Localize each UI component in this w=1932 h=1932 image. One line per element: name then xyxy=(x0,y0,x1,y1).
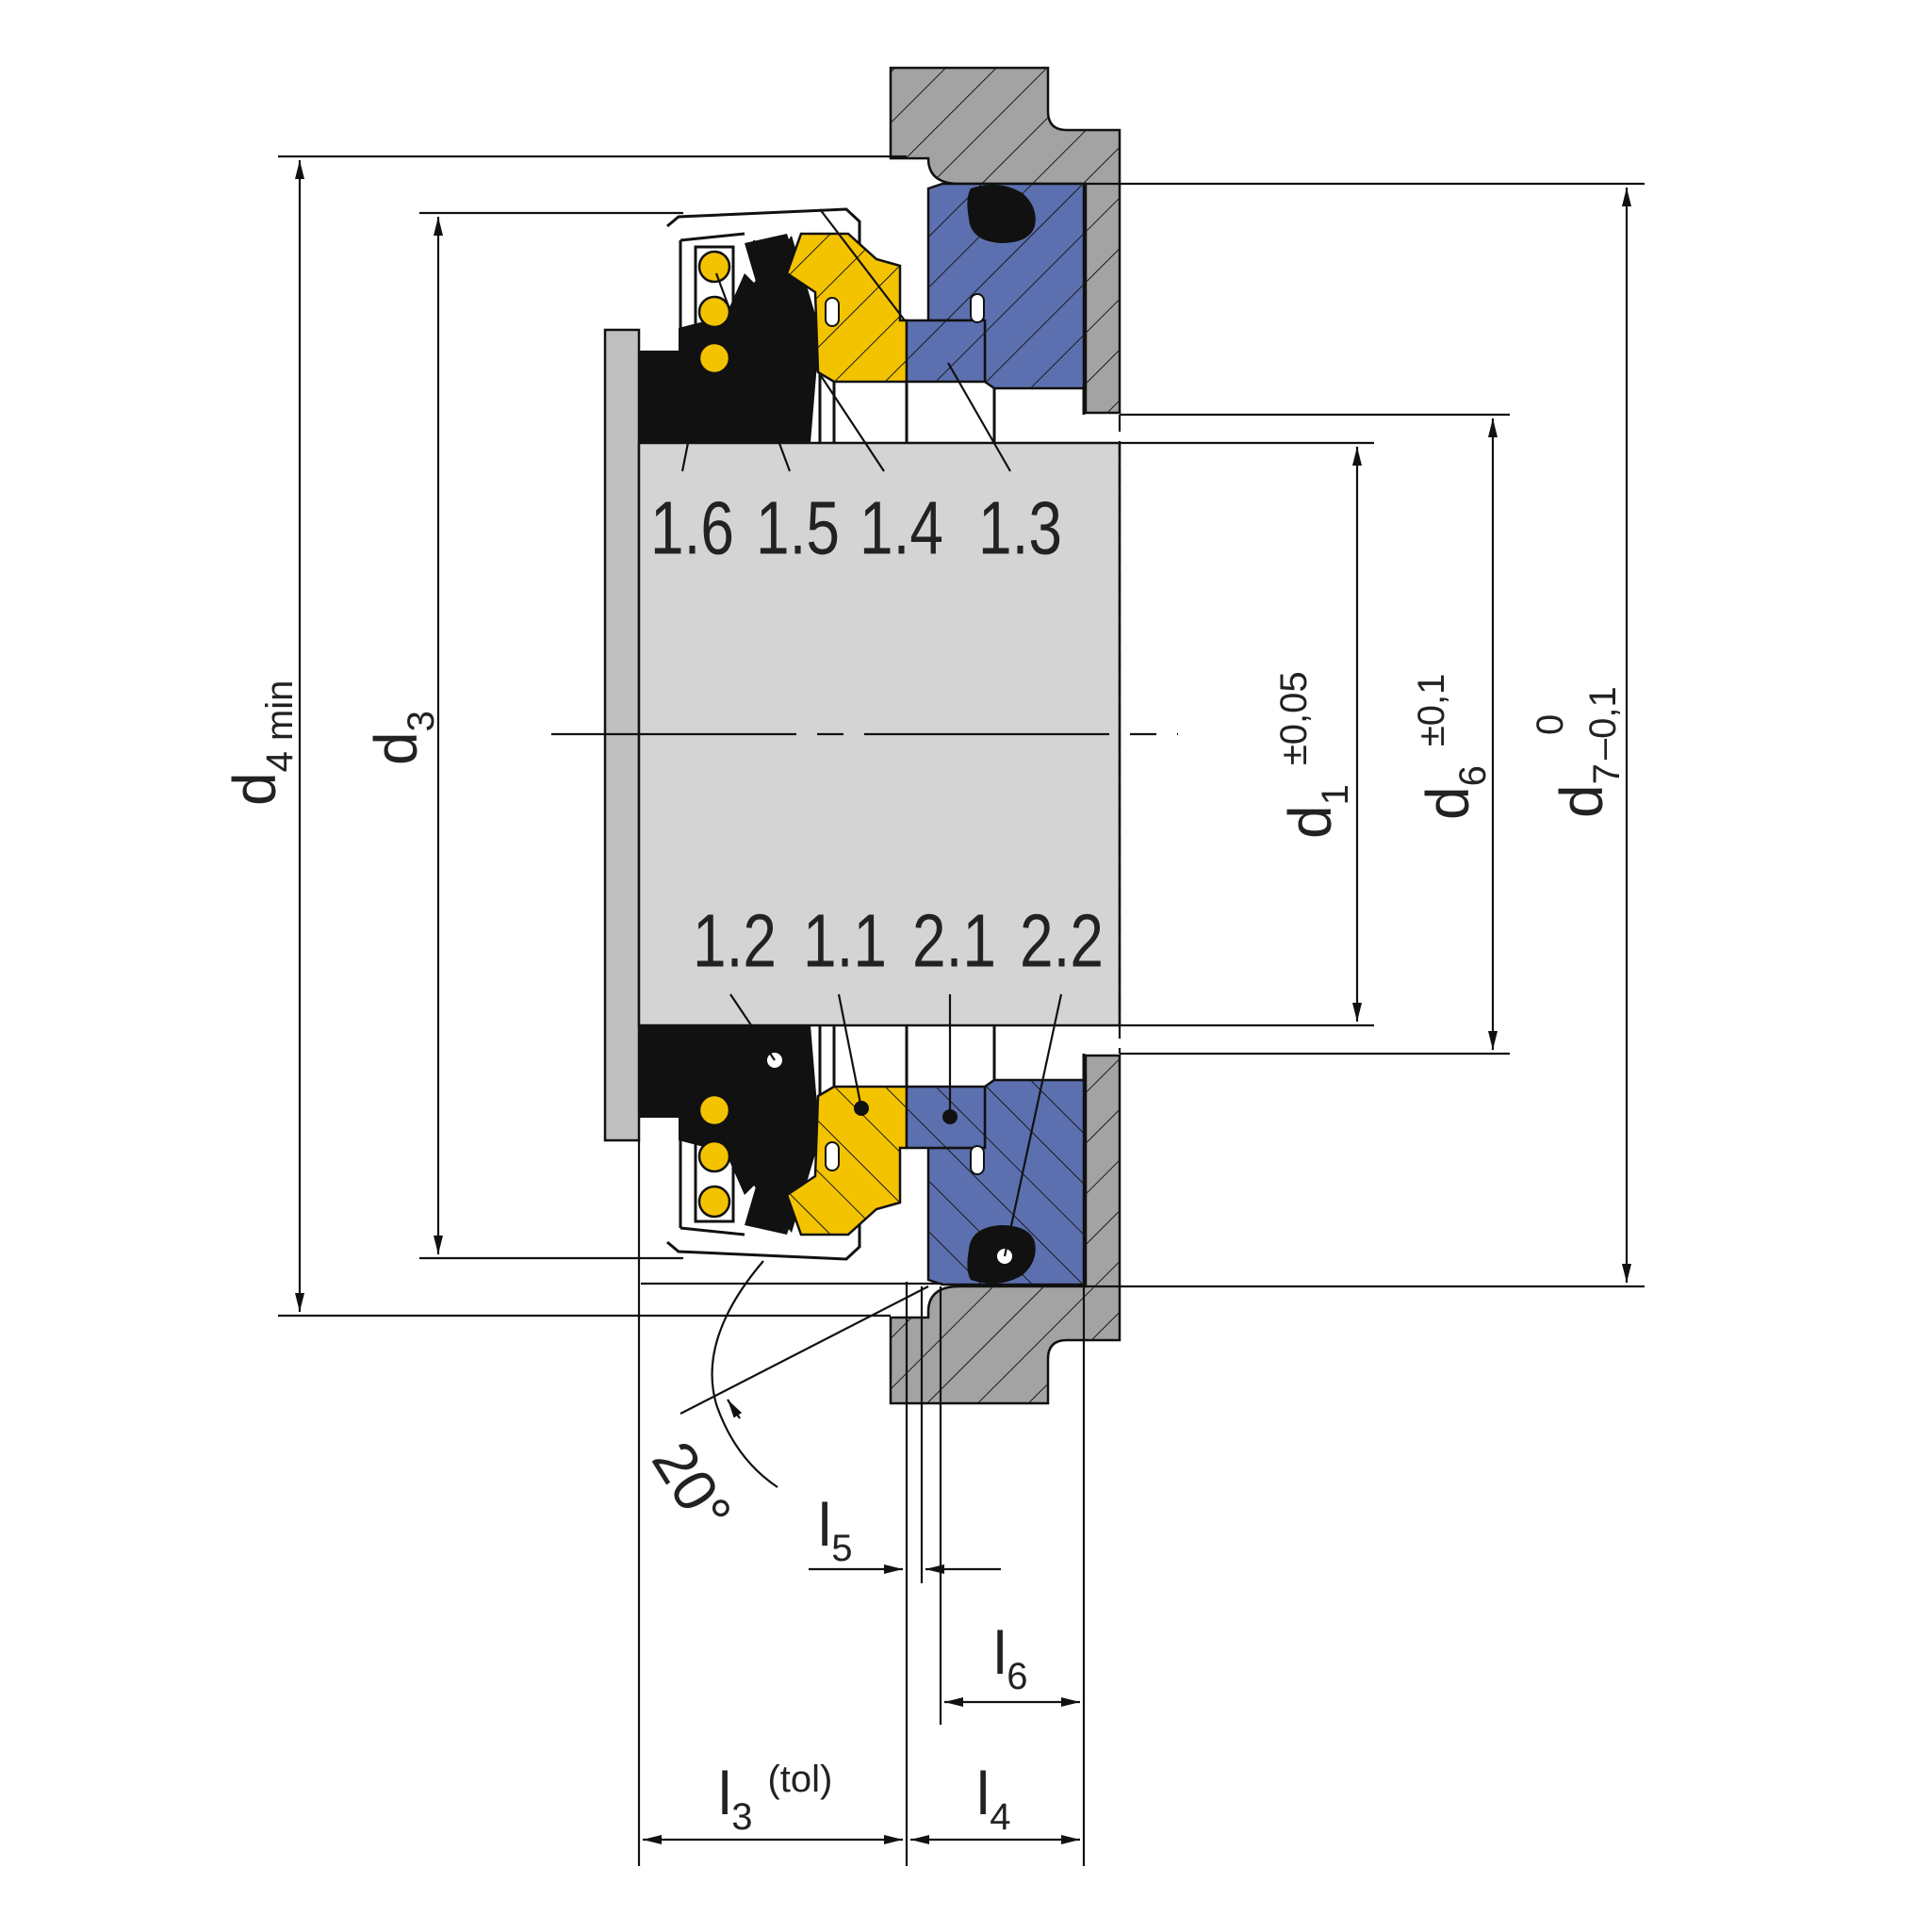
spring-housing-inner-top xyxy=(679,232,745,377)
d1-tol: ±0,05 xyxy=(1273,671,1315,765)
o-ring-top xyxy=(967,185,1036,243)
part-label-1-6: 1.6 xyxy=(650,486,734,570)
l4-main: l xyxy=(976,1760,990,1827)
svg-text:d6±0,1: d6±0,1 xyxy=(1411,674,1494,820)
d1-main: d xyxy=(1276,805,1344,839)
spring-coil xyxy=(697,295,731,329)
leader-1-5 xyxy=(714,272,792,472)
d3-sub: 3 xyxy=(401,711,442,731)
l3-extra: (tol) xyxy=(767,1759,832,1800)
dim-label-d3: d3 xyxy=(362,711,442,765)
housing-top-hatch xyxy=(891,68,1120,413)
d6-tol: ±0,1 xyxy=(1411,674,1452,747)
leader-lines xyxy=(680,208,1063,1257)
l6-sub: 6 xyxy=(1007,1656,1027,1697)
dim-label-l3: l3 (tol) xyxy=(718,1759,832,1838)
seal-bottom xyxy=(639,1025,1086,1286)
spring-cage xyxy=(694,245,735,381)
seat-slot-top xyxy=(970,293,985,323)
angle-20-arc xyxy=(711,1260,778,1488)
seat-slot-bottom xyxy=(970,1145,985,1175)
svg-text:d1±0,05: d1±0,05 xyxy=(1273,671,1356,839)
d7-tol-lower: –0,1 xyxy=(1582,686,1624,760)
clearance-lines-top xyxy=(832,382,1086,443)
d7-sub: 7 xyxy=(1586,763,1628,784)
d7-main: d xyxy=(1547,784,1615,818)
part-label-1-1: 1.1 xyxy=(803,899,887,983)
l5-main: l xyxy=(818,1491,831,1559)
dim-label-l5: l5 xyxy=(818,1491,852,1569)
angle-20-line xyxy=(679,1285,929,1415)
spring-coil xyxy=(697,1185,731,1219)
part-labels: 1.6 1.5 1.4 1.3 1.2 1.1 2.1 2.2 xyxy=(650,486,1104,983)
spring-coil xyxy=(697,341,731,375)
face-slot-top xyxy=(825,297,840,327)
d3-main: d xyxy=(362,731,430,765)
spring-cage xyxy=(694,1088,735,1223)
svg-text:d7–0,1: d7 –0,1 xyxy=(1547,686,1628,818)
l6-main: l xyxy=(993,1619,1007,1687)
spring-housing-inner-bottom xyxy=(679,1091,745,1236)
dim-label-l4: l4 xyxy=(976,1760,1010,1838)
dim-label-d6: d6±0,1 xyxy=(1411,674,1494,820)
drive-wedge-bottom xyxy=(745,1025,812,1235)
spring-coil xyxy=(697,250,731,284)
springs-top xyxy=(694,245,735,381)
housing-bottom-hatch xyxy=(891,1056,1120,1403)
dim-label-d4: d4 min xyxy=(221,680,301,806)
drive-wedge-top xyxy=(745,234,812,443)
seal-top xyxy=(639,182,1086,443)
dimension-lines xyxy=(278,155,1645,1866)
leader-2-2 xyxy=(1003,993,1063,1257)
d6-main: d xyxy=(1414,786,1482,820)
angle-20-arrow xyxy=(727,1399,743,1419)
spring-coil xyxy=(697,1139,731,1173)
l5-sub: 5 xyxy=(831,1528,852,1569)
d1-sub: 1 xyxy=(1315,784,1356,805)
angle-label-20: 20° xyxy=(639,1430,745,1543)
leader-1-1 xyxy=(837,993,863,1109)
dim-label-l6: l6 xyxy=(993,1619,1027,1697)
rotating-face-bottom-hatch xyxy=(787,1087,907,1235)
part-label-1-2: 1.2 xyxy=(693,899,777,983)
face-slot-bottom xyxy=(825,1141,840,1171)
dim-label-d7: d7 –0,1 0 xyxy=(1530,686,1628,818)
clearance-lines-bottom xyxy=(832,1025,1086,1087)
l3-sub: 3 xyxy=(731,1796,752,1838)
l4-sub: 4 xyxy=(990,1796,1010,1838)
housing-bottom xyxy=(889,1054,1122,1405)
dim-label-d1: d1±0,05 xyxy=(1273,671,1356,839)
leader-1-6 xyxy=(680,385,701,472)
d6-sub: 6 xyxy=(1452,765,1494,786)
leader-1-3 xyxy=(947,362,1011,472)
d4-main: d xyxy=(221,772,288,806)
rotating-face-top-hatch xyxy=(787,234,907,382)
leader-1-4b xyxy=(819,208,906,321)
stationary-seat-bottom-hatch xyxy=(928,1080,1084,1285)
leader-1-5b xyxy=(752,239,801,444)
d4-sub: 4 min xyxy=(259,680,301,773)
part-label-1-3: 1.3 xyxy=(978,486,1062,570)
l3-main: l xyxy=(718,1760,731,1827)
part-label-2-2: 2.2 xyxy=(1020,899,1104,983)
seat-insert-top-hatch xyxy=(907,320,985,382)
leader-1-4 xyxy=(811,362,885,472)
part-label-1-5: 1.5 xyxy=(756,486,840,570)
svg-text:d3: d3 xyxy=(362,711,442,765)
stationary-seat-top-hatch xyxy=(928,184,1084,388)
d7-tol-upper: 0 xyxy=(1530,714,1571,735)
spring-coil xyxy=(697,1093,731,1127)
svg-text:d4 min: d4 min xyxy=(221,680,301,806)
housing-top xyxy=(889,66,1122,415)
part-label-1-4: 1.4 xyxy=(860,486,943,570)
leader-1-2 xyxy=(729,993,776,1061)
springs-bottom xyxy=(694,1088,735,1223)
part-label-2-1: 2.1 xyxy=(912,899,996,983)
